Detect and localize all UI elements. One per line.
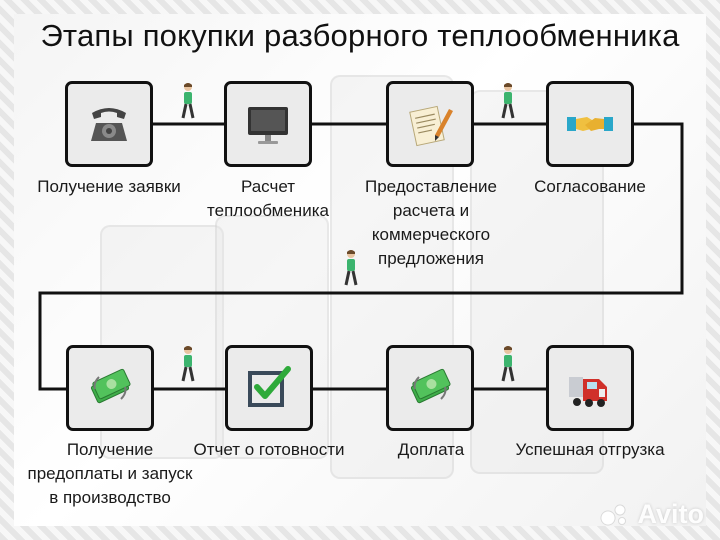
wrap-connector-line: [38, 122, 684, 391]
step-box-3: [386, 81, 474, 167]
step-box-5: [66, 345, 154, 431]
step-box-1: [65, 81, 153, 167]
walking-person-icon: [344, 250, 358, 286]
step-label: Отчет о готовности: [193, 440, 345, 459]
step-label: Расчет теплообменика: [207, 177, 329, 220]
checkbox-icon: [248, 366, 291, 407]
money-icon: [90, 368, 131, 404]
walking-person-icon: [181, 346, 195, 382]
walking-person-icon: [501, 346, 515, 382]
step-label: Получение заявки: [37, 177, 181, 196]
handshake-icon: [567, 117, 613, 131]
step-label: Доплата: [397, 440, 465, 459]
truck-icon: [569, 377, 607, 407]
monitor-icon: [248, 107, 288, 144]
step-label: Успешная отгрузка: [515, 440, 665, 459]
step-label: Предоставление расчета и коммерческого п…: [364, 177, 498, 268]
step-label: Согласование: [534, 177, 646, 196]
step-box-8: [546, 345, 634, 431]
walking-person-icon: [181, 83, 195, 119]
step-box-4: [546, 81, 634, 167]
money-icon: [410, 368, 451, 404]
telephone-icon: [91, 108, 127, 141]
walking-person-icon: [501, 83, 515, 119]
step-box-6: [225, 345, 313, 431]
watermark-text: Avito: [637, 499, 705, 529]
step-box-7: [386, 345, 474, 431]
document-pen-icon: [409, 105, 453, 147]
step-label: Получение предоплаты и запуск в производ…: [27, 440, 193, 507]
page-title: Этапы покупки разборного теплообменника: [40, 18, 680, 53]
step-box-2: [224, 81, 312, 167]
avito-logo-icon: [600, 504, 626, 526]
